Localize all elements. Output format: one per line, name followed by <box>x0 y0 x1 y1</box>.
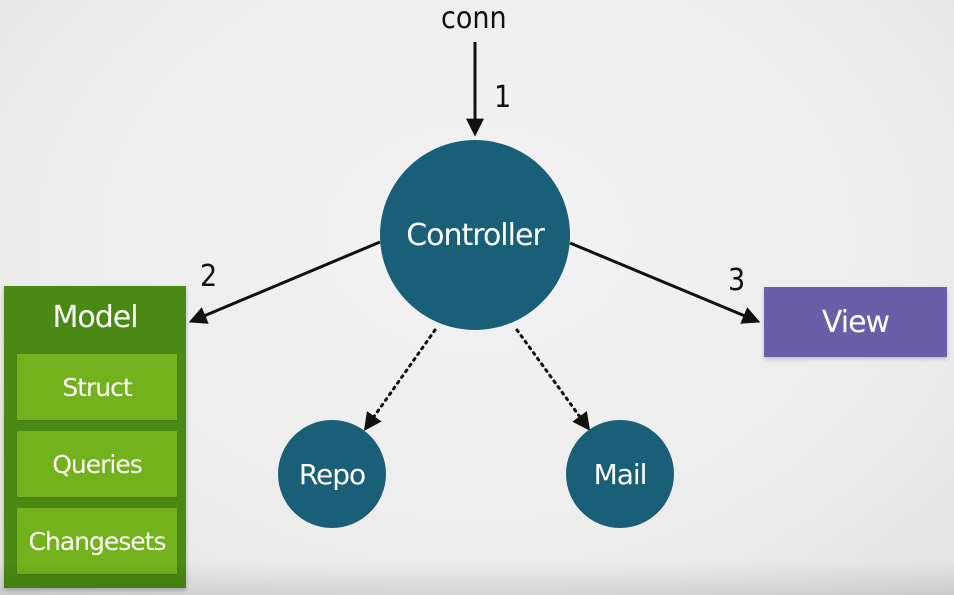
model-item-queries: Queries <box>17 431 177 497</box>
model-item-label: Struct <box>62 372 132 402</box>
step-3-label: 3 <box>728 263 746 298</box>
model-box: Model Struct Queries Changesets <box>4 286 186 588</box>
view-label: View <box>821 304 890 340</box>
arrow-controller-to-view <box>569 241 761 324</box>
step-1-label: 1 <box>494 80 512 115</box>
model-item-label: Queries <box>52 449 143 479</box>
repo-node: Repo <box>278 420 386 528</box>
mail-node: Mail <box>566 420 674 528</box>
model-title: Model <box>52 300 138 335</box>
controller-label: Controller <box>406 217 545 253</box>
model-item-changesets: Changesets <box>17 508 177 574</box>
model-item-label: Changesets <box>28 526 167 556</box>
bottom-shade <box>0 560 954 595</box>
dotted-arrow-controller-to-repo <box>363 328 437 431</box>
step-2-label: 2 <box>200 259 218 294</box>
view-box: View <box>764 287 947 357</box>
dotted-arrow-controller-to-mail <box>515 328 591 431</box>
model-item-struct: Struct <box>17 354 177 420</box>
conn-label: conn <box>441 1 507 36</box>
arrow-controller-to-model <box>188 240 381 324</box>
repo-label: Repo <box>298 457 366 491</box>
controller-node: Controller <box>380 140 570 330</box>
mail-label: Mail <box>593 457 648 491</box>
